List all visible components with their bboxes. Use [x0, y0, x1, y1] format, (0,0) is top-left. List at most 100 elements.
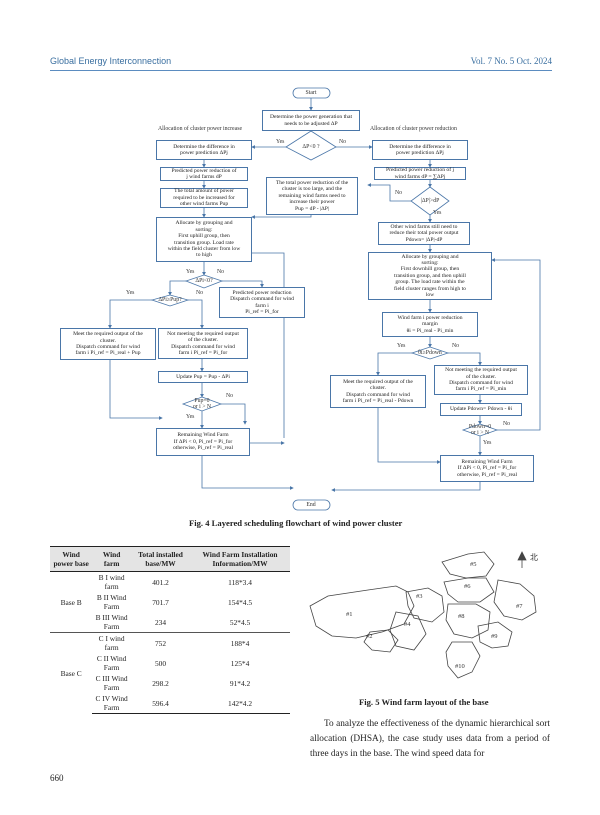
fig5-caption: Fig. 5 Wind farm layout of the base: [359, 697, 489, 707]
end-terminal: End: [306, 502, 316, 508]
farm-label: #4: [404, 621, 411, 628]
no-label: No: [503, 421, 511, 427]
right-other-box: Other wind farms still need to reduce th…: [378, 222, 470, 245]
label-reduction: Allocation of cluster power reduction: [370, 126, 457, 132]
total-cell: 596.4: [130, 693, 191, 714]
yes-label: Yes: [433, 210, 442, 216]
right-diff-box: Determine the difference in power predic…: [372, 140, 468, 160]
body-paragraph: To analyze the effectiveness of the dyna…: [310, 717, 550, 762]
right-notmeet-box: Not meeting the required output of the c…: [434, 365, 528, 395]
info-cell: 188*4: [190, 632, 290, 653]
mid-reduction-box: The total power reduction of the cluster…: [266, 177, 358, 215]
total-cell: 298.2: [152, 678, 169, 688]
table-row: C III Wind Farm 298.2 91*4.2: [50, 673, 290, 693]
page-number: 660: [50, 773, 64, 783]
no-label: No: [196, 290, 204, 296]
info-cell: 142*4.2: [190, 693, 290, 714]
decision-dp: ΔP<0 ?: [302, 144, 320, 150]
total-cell: 752: [130, 632, 191, 653]
farm-label: #10: [455, 663, 465, 670]
farm-label: #5: [470, 561, 477, 568]
left-remain-box: Remaining Wind Farm If ΔPi < 0, Pi_ref =…: [156, 428, 250, 456]
left-notmeet-box: Not meeting the required output of the c…: [158, 328, 248, 359]
flowchart-connectors: [108, 87, 541, 511]
total-cell: 500: [154, 658, 167, 668]
table-row: B II Wind Farm 701.7 154*4.5: [50, 592, 290, 612]
table-row: Base C C I wind farm 752 188*4: [50, 632, 290, 714]
start-terminal: Start: [305, 90, 317, 96]
decision-pdown-zero: Pdown=0 or i > N: [468, 424, 492, 436]
info-cell: 52*4.5: [229, 617, 251, 627]
label-increase: Allocation of cluster power increase: [158, 126, 243, 132]
decision-dpi-neg: ΔPi<0?: [195, 278, 213, 284]
right-remain-box: Remaining Wind Farm If ΔPi < 0, Pi_ref =…: [440, 455, 534, 482]
right-update-box: Update Pdown= Pdown - θi: [440, 403, 522, 416]
wind-farm-layout-map: 北 #1 #2 #3 #4 #5 #6 #7 #8 #9 #10: [309, 551, 538, 679]
farm-label: #6: [464, 583, 471, 590]
left-update-box: Update Pup = Pup - ΔPi: [158, 371, 248, 383]
determine-box: Determine the power generation that need…: [262, 110, 360, 131]
table-row: C IV Wind Farm 596.4 142*4.2: [50, 693, 290, 714]
no-label: No: [395, 190, 403, 196]
total-cell: 234: [154, 617, 167, 627]
farm-cell: C III Wind Farm: [95, 674, 128, 692]
left-allocate-box: Allocate by grouping and sorting: First …: [156, 217, 252, 262]
left-total-box: The total amount of power required to be…: [160, 188, 248, 208]
yes-label: Yes: [483, 440, 492, 446]
farm-cell: B II Wind Farm: [96, 593, 127, 611]
yes-label: Yes: [186, 269, 195, 275]
left-diff-box: Determine the difference in power predic…: [156, 140, 252, 160]
yes-label: Yes: [126, 290, 135, 296]
right-pred-box: Predicted power reduction of j wind farm…: [374, 167, 466, 180]
table-row: Base B B I wind farm 401.2 118*3.4: [50, 571, 290, 633]
farm-cell: C I wind farm: [92, 632, 131, 653]
farm-cell: B III Wind Farm: [95, 613, 128, 631]
farm-label: #7: [516, 603, 523, 610]
decision-theta: θi≥Pdown: [418, 350, 442, 356]
decision-dpi-pup: ΔPi≥Pup?: [158, 297, 182, 303]
journal-issue: Vol. 7 No. 5 Oct. 2024: [470, 56, 552, 66]
wind-farm-table: Wind power base Wind farm Total installe…: [50, 546, 290, 714]
no-label: No: [217, 269, 225, 275]
farm-label: #3: [416, 593, 423, 600]
farm-cell: B I wind farm: [92, 571, 131, 592]
yes-label: Yes: [276, 139, 285, 145]
farm-label: #8: [458, 613, 465, 620]
north-label: 北: [530, 553, 538, 562]
farm-cell: C IV Wind Farm: [92, 693, 131, 714]
decision-abs-dp: |ΔP|>dP: [420, 198, 440, 204]
journal-title: Global Energy Interconnection: [50, 56, 172, 66]
info-cell: 154*4.5: [228, 597, 253, 607]
info-cell: 125*4: [230, 658, 250, 668]
left-pred-box: Predicted power reduction of j wind farm…: [160, 167, 248, 181]
farm-label: #9: [491, 633, 498, 640]
farm-label: #1: [346, 611, 353, 618]
total-cell: 701.7: [152, 597, 169, 607]
col-header: Total installed base/MW: [130, 546, 191, 572]
left-pred-cmd-box: Predicted power reduction Dispatch comma…: [219, 287, 305, 318]
no-label: No: [339, 139, 347, 145]
yes-label: Yes: [397, 343, 406, 349]
no-label: No: [452, 343, 460, 349]
table-row: C II Wind Farm 500 125*4: [50, 653, 290, 673]
farm-cell: C II Wind Farm: [96, 654, 127, 672]
fig4-caption: Fig. 4 Layered scheduling flowchart of w…: [189, 518, 403, 528]
paragraph-text: To analyze the effectiveness of the dyna…: [310, 719, 550, 759]
left-meet-box: Meet the required output of the cluster.…: [60, 328, 156, 360]
col-header: Wind farm: [92, 546, 131, 572]
right-margin-box: Wind farm i power reduction margin θi = …: [382, 312, 478, 337]
yes-label: Yes: [186, 414, 195, 420]
header-rule: [50, 70, 552, 71]
decision-pup-zero: Pup=0 or i > N: [192, 398, 212, 410]
info-cell: 91*4.2: [229, 678, 251, 688]
total-cell: 401.2: [130, 571, 191, 592]
farm-label: #2: [366, 633, 373, 640]
base-cell: Base C: [50, 632, 93, 714]
no-label: No: [226, 393, 234, 399]
col-header: Wind power base: [50, 546, 93, 572]
right-meet-box: Meet the required output of the cluster.…: [330, 375, 426, 408]
col-header: Wind Farm Installation Information/MW: [190, 546, 290, 572]
info-cell: 118*3.4: [190, 571, 290, 592]
right-allocate-box: Allocate by grouping and sorting: First …: [368, 252, 492, 300]
table-row: B III Wind Farm 234 52*4.5: [50, 612, 290, 633]
